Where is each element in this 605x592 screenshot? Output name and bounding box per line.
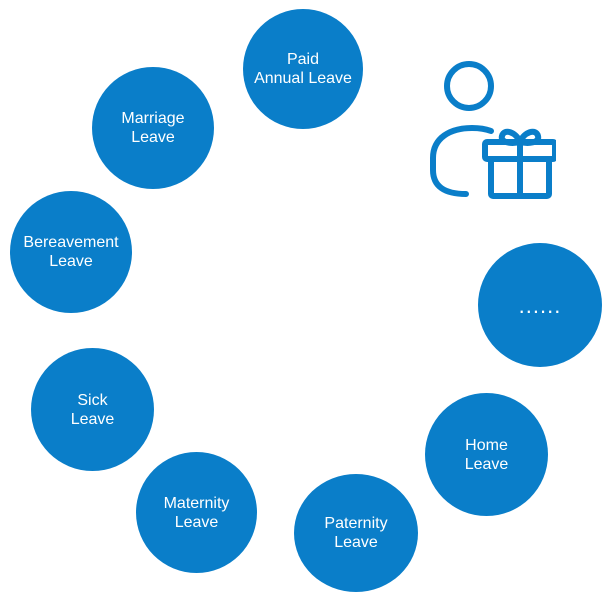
node-label-line: Leave	[334, 534, 378, 551]
node-label-line: Maternity	[163, 494, 230, 512]
node-label-line: Paternity	[324, 515, 388, 532]
paternity-leave-node: Paternity Leave	[294, 474, 418, 592]
person-with-gift-icon	[430, 61, 556, 199]
node-label-line: ......	[518, 292, 562, 318]
bereavement-leave-node: Bereavement Leave	[10, 191, 132, 313]
node-label-line: Marriage	[121, 110, 185, 127]
node-label-line: Leave	[464, 455, 509, 473]
paid-annual-leave-node: Paid Annual Leave	[243, 9, 363, 129]
node-label-line: Sick	[77, 391, 108, 409]
node-label-line: Paid	[286, 51, 320, 68]
node-label-line: Leave	[131, 129, 175, 146]
home-leave-node: Home Leave	[425, 393, 548, 516]
node-label-line: Home	[465, 436, 508, 454]
node-label-line: Leave	[70, 410, 115, 428]
node-label-line: Leave	[49, 253, 93, 270]
marriage-leave-node: Marriage Leave	[92, 67, 214, 189]
sick-leave-node: Sick Leave	[31, 348, 154, 471]
node-label-line: Bereavement	[23, 234, 119, 251]
more-leave-types-node: ......	[478, 243, 602, 367]
maternity-leave-node: Maternity Leave	[136, 452, 257, 573]
node-label-line: Annual Leave	[254, 70, 352, 87]
node-label-line: Leave	[174, 513, 219, 531]
